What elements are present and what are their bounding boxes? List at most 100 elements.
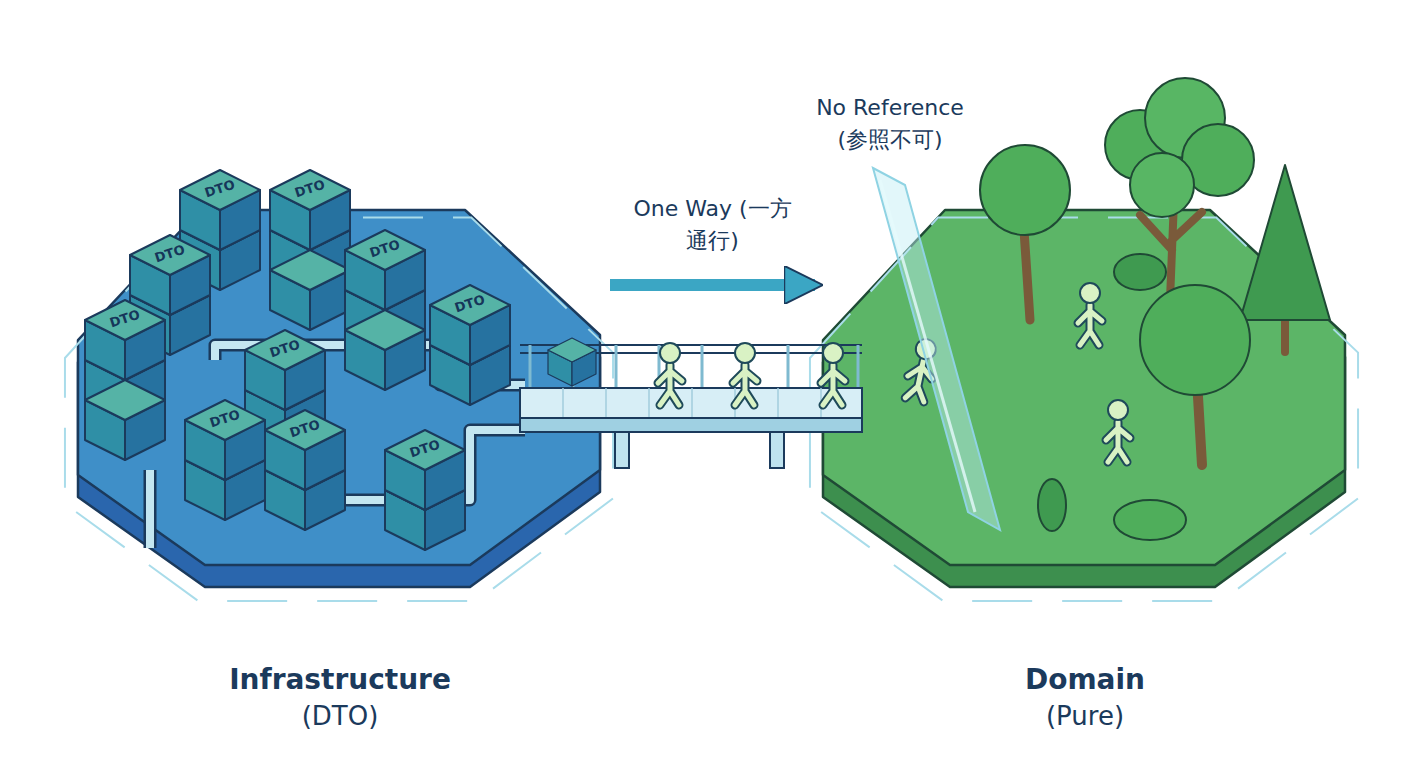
cube-label: DTO	[384, 429, 465, 469]
plain-cube	[430, 325, 510, 405]
tree-trunk	[1281, 240, 1289, 352]
cube-shape	[265, 410, 345, 490]
cube-top-face	[130, 235, 210, 275]
tree-trunk	[1024, 230, 1030, 320]
tree-crown	[980, 145, 1070, 235]
cube-shape	[180, 170, 260, 250]
cube-top-face	[185, 400, 265, 440]
plain-cube	[85, 380, 165, 460]
cube-shape	[385, 430, 465, 510]
cube-right-face	[310, 190, 350, 250]
platform: Domain(Pure)	[815, 190, 1355, 610]
water-ripple	[65, 218, 613, 601]
cube-shape	[185, 400, 265, 480]
bush	[1114, 500, 1186, 540]
cube-shape	[430, 285, 510, 365]
water-ripple	[810, 218, 1358, 601]
cube-right-face	[425, 450, 465, 510]
dto-cube: DTO	[345, 230, 425, 310]
cube-top-face	[430, 285, 510, 325]
platform-side	[823, 232, 1345, 587]
cube-right-face	[305, 430, 345, 490]
dto-cube: DTO	[385, 430, 465, 510]
cube-right-face	[125, 320, 165, 380]
blocked-person	[903, 337, 939, 403]
dto-cube: DTO	[185, 400, 265, 480]
platform-subtitle: (DTO)	[70, 700, 610, 733]
cube-shape	[130, 235, 210, 315]
plain-cube	[270, 250, 350, 330]
cube-right-face	[220, 190, 260, 250]
cube-left-face	[180, 190, 220, 250]
plain-cube	[385, 470, 465, 550]
conifer-crown	[1240, 165, 1330, 320]
cube-left-face	[345, 250, 385, 310]
cube-label: DTO	[429, 284, 510, 324]
cube-top-face	[85, 300, 165, 340]
glass-glint	[880, 180, 975, 512]
cube-shape	[345, 230, 425, 310]
cube-right-face	[170, 255, 210, 315]
tree-crown	[1140, 285, 1250, 395]
tree-trunk	[1197, 380, 1202, 465]
cube-top-face	[180, 170, 260, 210]
cube-top-face	[270, 170, 350, 210]
glass-wall	[873, 168, 1000, 530]
cube-left-face	[430, 305, 470, 365]
plain-cube	[130, 275, 210, 355]
pipe	[146, 470, 154, 548]
cube-label: DTO	[344, 229, 425, 269]
cube-label: DTO	[264, 409, 345, 449]
platform-shape	[70, 190, 610, 610]
cube-top-face	[245, 330, 325, 370]
plain-cube	[245, 370, 325, 450]
bridge-leg	[615, 432, 629, 468]
dto-cube: DTO	[270, 170, 350, 250]
forest-person	[1078, 283, 1102, 345]
cube-right-face	[385, 250, 425, 310]
cube-label: DTO	[269, 169, 350, 209]
cube-left-face	[265, 430, 305, 490]
walking-person	[821, 343, 845, 405]
cube-top-face	[265, 410, 345, 450]
platform-side	[78, 232, 600, 587]
plain-cube	[85, 340, 165, 420]
dto-cube: DTO	[180, 170, 260, 250]
platform-heading: Infrastructure	[70, 662, 610, 697]
bush	[1038, 479, 1066, 531]
cube-shape	[270, 170, 350, 250]
dto-cube: DTO	[265, 410, 345, 490]
plain-cube	[185, 440, 265, 520]
cube-shape	[85, 300, 165, 380]
platform-top	[78, 210, 600, 565]
forest-person	[1106, 400, 1130, 462]
bridge-leg	[770, 432, 784, 468]
cube-left-face	[185, 420, 225, 480]
cube-left-face	[245, 350, 285, 410]
pipe-outline	[144, 470, 157, 548]
platform-heading: Domain	[815, 662, 1355, 697]
plain-cube	[345, 270, 425, 350]
pipe	[215, 345, 525, 385]
cube-left-face	[385, 450, 425, 510]
tree-crown	[1145, 78, 1225, 158]
bridge-posts	[530, 345, 858, 390]
bridge-deck	[520, 388, 862, 418]
cube-top-face	[345, 230, 425, 270]
cube-top-face	[385, 430, 465, 470]
pipe-outline	[215, 345, 525, 385]
crossing-cube	[548, 338, 596, 386]
flow-arrow	[610, 279, 815, 291]
cube-left-face	[130, 255, 170, 315]
dto-cube: DTO	[85, 300, 165, 380]
cube-label: DTO	[184, 399, 265, 439]
platform-top	[823, 210, 1345, 565]
cube-left-face	[85, 320, 125, 380]
cube-label: DTO	[129, 234, 210, 274]
pipe	[300, 430, 525, 500]
cube-right-face	[285, 350, 325, 410]
bush	[1114, 254, 1166, 290]
bridge-rail	[520, 345, 862, 353]
